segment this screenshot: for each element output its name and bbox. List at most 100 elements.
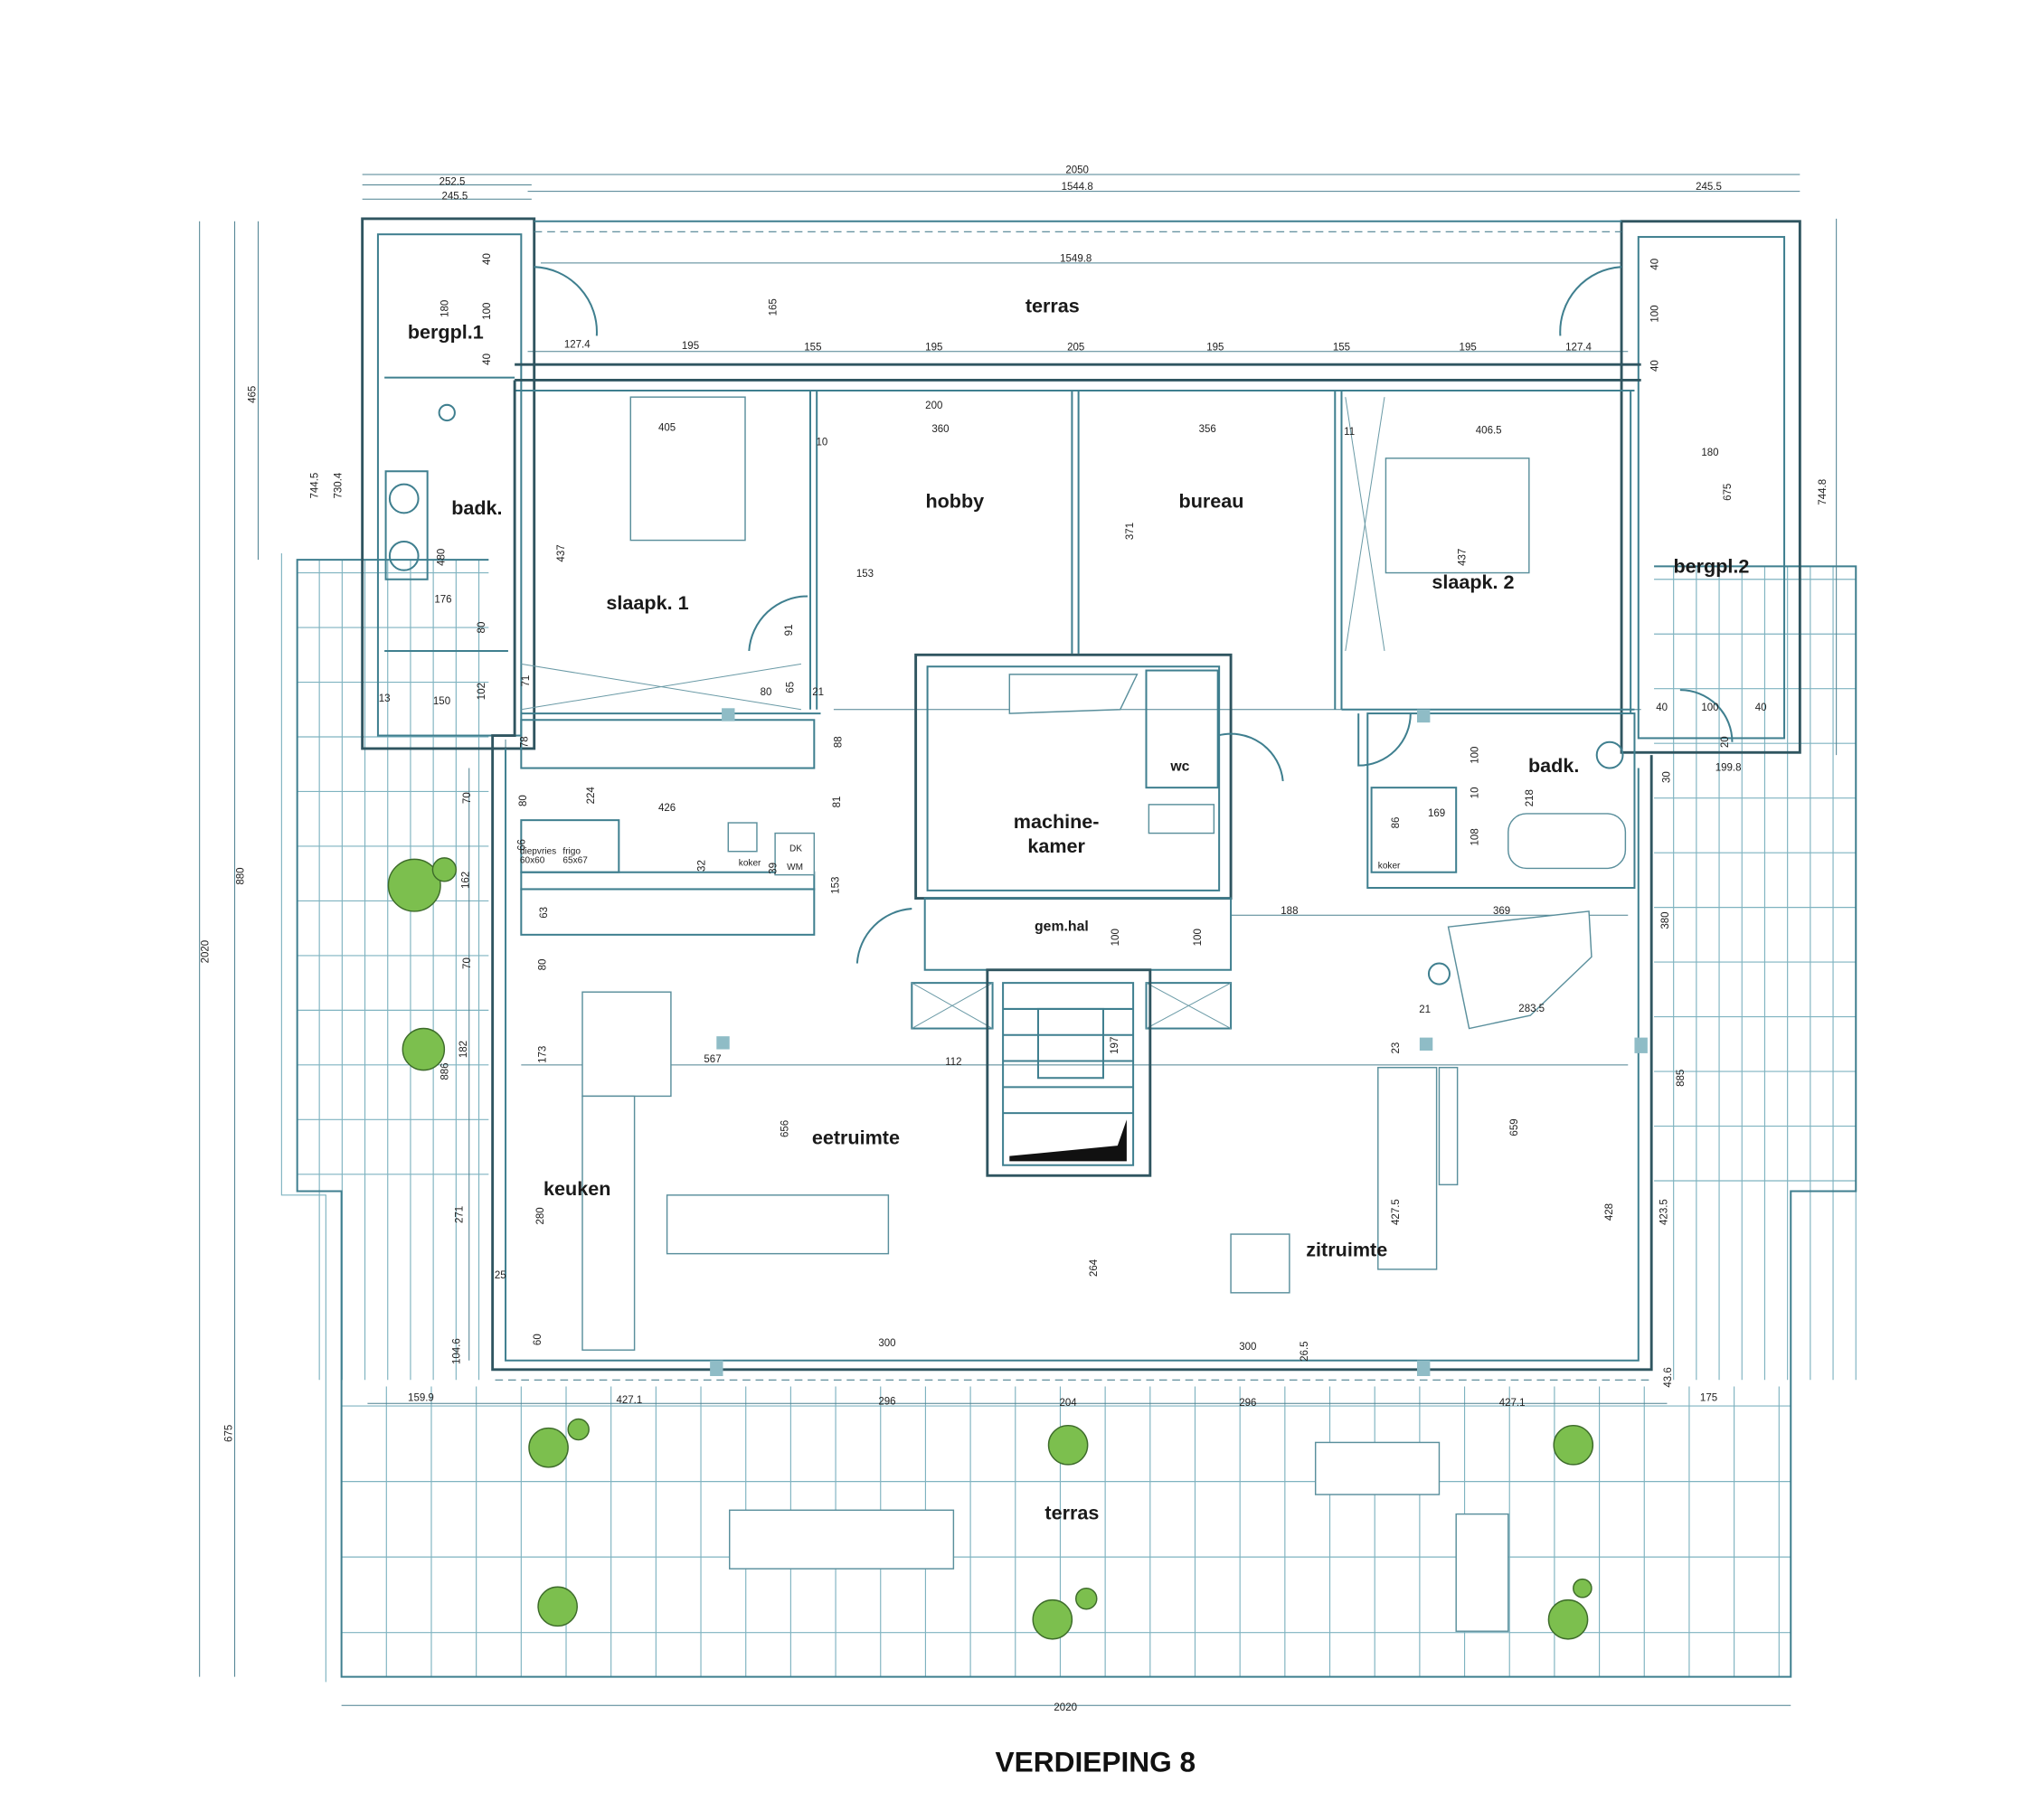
- dimension-label: 80: [538, 959, 549, 971]
- room-label-terras-top: terras: [1025, 295, 1080, 317]
- dimension-label: 2020: [1054, 1702, 1077, 1713]
- dimension-label: 25: [495, 1270, 506, 1281]
- dimension-label: 224: [586, 787, 597, 805]
- dimension-label: 70: [462, 792, 473, 804]
- room-label-badk-left: badk.: [451, 496, 502, 519]
- dimension-label: 656: [780, 1120, 791, 1137]
- dimension-label: 10: [1470, 787, 1481, 799]
- dimension-label: 2050: [1065, 165, 1089, 176]
- dimension-label: 71: [521, 675, 532, 687]
- tree-icon: [1047, 1424, 1089, 1466]
- dimension-label: 39: [769, 863, 780, 874]
- dimension-label: 427.5: [1391, 1199, 1402, 1225]
- dimension-label: 675: [1723, 484, 1734, 501]
- room-label-slaapk1: slaapk. 1: [606, 591, 688, 614]
- dimension-label: 1549.8: [1060, 253, 1092, 264]
- tree-icon: [567, 1418, 590, 1441]
- tree-icon: [537, 1586, 578, 1627]
- trees: [387, 857, 1594, 1640]
- dimension-label: 104.6: [452, 1338, 463, 1364]
- dimension-label: 180: [440, 300, 451, 317]
- dimension-label: 204: [1060, 1398, 1078, 1409]
- tree-icon: [1032, 1598, 1073, 1640]
- fixture-frigo: frigo: [562, 847, 581, 857]
- dimension-label: 86: [1391, 817, 1402, 829]
- dimension-label: 271: [455, 1206, 466, 1223]
- dimension-label: 40: [1649, 259, 1660, 270]
- fixture-diepvries: diepvries: [520, 847, 556, 857]
- dimension-label: 880: [236, 867, 247, 884]
- dimension-label: 102: [477, 683, 487, 700]
- dimension-label: 218: [1525, 789, 1536, 806]
- dimension-label: 80: [477, 622, 487, 634]
- dimension-label: 60: [533, 1334, 543, 1345]
- tree-icon: [431, 857, 458, 882]
- dimension-label: 205: [1067, 342, 1084, 353]
- dimension-label: 744.5: [310, 473, 321, 499]
- dimension-label: 885: [1676, 1070, 1687, 1087]
- dimension-label: 108: [1470, 828, 1481, 845]
- dimension-label: 11: [1344, 427, 1355, 438]
- dimension-label: 40: [1649, 360, 1660, 372]
- room-label-bergpl2: bergpl.2: [1673, 555, 1749, 578]
- dimension-label: 13: [379, 693, 391, 704]
- dimension-label: 153: [831, 877, 842, 894]
- dimension-label: 153: [856, 569, 874, 580]
- dimension-label: 675: [224, 1425, 235, 1442]
- dimension-label: 80: [761, 687, 772, 698]
- dimension-label: 162: [461, 872, 472, 889]
- dimension-label: 195: [1460, 342, 1477, 353]
- dimension-label: 30: [1661, 771, 1672, 783]
- dimension-label: 66: [517, 839, 528, 851]
- room-label-hobby: hobby: [925, 490, 984, 513]
- walls: [361, 217, 1801, 1632]
- terrace-outline: [280, 552, 1857, 1706]
- room-label-zitruimte: zitruimte: [1306, 1239, 1387, 1261]
- dimension-label: 180: [1701, 448, 1718, 458]
- tree-icon: [387, 858, 441, 912]
- dimension-label: 176: [434, 595, 451, 606]
- dimension-label: 195: [1206, 342, 1224, 353]
- dimension-label: 245.5: [442, 191, 468, 202]
- dimension-label: 10: [817, 437, 828, 448]
- dimension-label: 280: [535, 1207, 546, 1224]
- room-label-machinekamer-2: kamer: [1027, 835, 1085, 857]
- dimension-label: 360: [931, 424, 949, 435]
- dimension-label: 283.5: [1518, 1004, 1545, 1014]
- dimension-label: 188: [1281, 906, 1298, 917]
- dimension-label: 21: [812, 687, 824, 698]
- dimension-label: 1544.8: [1062, 182, 1093, 193]
- dimension-label: 100: [1470, 747, 1481, 764]
- dimension-label: 155: [1333, 342, 1350, 353]
- room-label-eetruimte: eetruimte: [812, 1127, 900, 1149]
- dimension-label: 296: [1239, 1398, 1256, 1409]
- dimension-label: 427.1: [616, 1395, 642, 1406]
- dimension-label: 155: [804, 342, 821, 353]
- dimension-label: 423.5: [1659, 1199, 1669, 1225]
- dimension-label: 63: [539, 907, 550, 919]
- dimension-label: 300: [1239, 1342, 1256, 1353]
- dimension-label: 80: [518, 795, 529, 806]
- dimension-label: 427.1: [1499, 1398, 1526, 1409]
- page-title: VERDIEPING 8: [996, 1746, 1196, 1778]
- dimension-label: 730.4: [334, 472, 345, 498]
- dimension-label: 127.4: [1565, 342, 1592, 353]
- room-label-wc: wc: [1169, 759, 1189, 774]
- dimension-label: 886: [440, 1062, 451, 1080]
- fixture-koker-bath: koker: [1378, 861, 1401, 871]
- tree-icon: [1553, 1424, 1594, 1466]
- tree-icon: [1573, 1578, 1593, 1598]
- dimension-label: 371: [1125, 523, 1136, 540]
- dimension-label: 199.8: [1715, 762, 1742, 773]
- room-label-machinekamer-1: machine-: [1014, 810, 1100, 833]
- dimension-label: 173: [538, 1046, 549, 1063]
- room-label-terras-bottom: terras: [1044, 1501, 1099, 1523]
- room-label-bergpl1: bergpl.1: [408, 320, 484, 343]
- dimension-label: 40: [1656, 703, 1668, 713]
- dimension-label: 78: [520, 736, 531, 748]
- dimension-label: 356: [1199, 424, 1216, 435]
- dimension-label: 159.9: [408, 1392, 434, 1403]
- dimension-label: 21: [1419, 1004, 1431, 1015]
